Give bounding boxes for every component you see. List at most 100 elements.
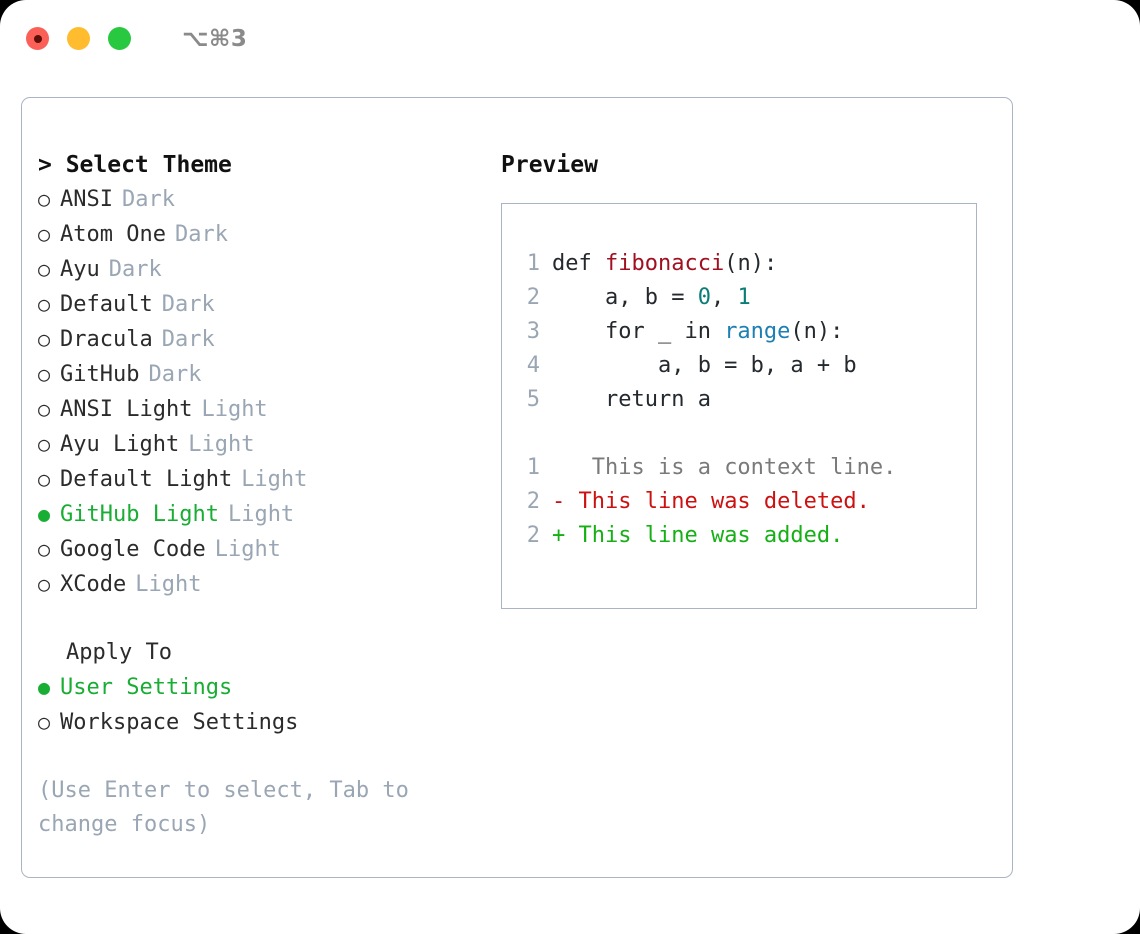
code-row: 1 def fibonacci(n): [514, 247, 972, 281]
theme-option-ansi[interactable]: ○ ANSI Dark [38, 182, 498, 217]
radio-unselected-icon: ○ [38, 710, 51, 734]
diff-marker: + [552, 523, 566, 548]
radio-unselected-icon: ○ [38, 467, 51, 491]
radio-unselected-icon: ○ [38, 432, 51, 456]
line-number: 5 [526, 387, 540, 412]
theme-option-default-light[interactable]: ○ Default Light Light [38, 462, 498, 497]
theme-tag: Light [188, 432, 255, 457]
code-sample: 1 def fibonacci(n): 2 a, b = 0, 1 3 for … [514, 247, 972, 553]
radio-unselected-icon: ○ [38, 362, 51, 386]
preview-column: Preview 1 def fibonacci(n): 2 a, b = 0, … [501, 148, 1001, 609]
theme-name: Atom One [60, 222, 166, 247]
main-panel: > Select Theme ○ ANSI Dark ○ Atom One Da… [21, 97, 1013, 878]
radio-unselected-icon: ○ [38, 292, 51, 316]
theme-name: XCode [60, 572, 127, 597]
code-diff-separator [514, 417, 972, 451]
theme-name: Default [60, 292, 153, 317]
radio-unselected-icon: ○ [38, 327, 51, 351]
line-number: 2 [526, 285, 540, 310]
theme-tag: Light [214, 537, 281, 562]
line-number: 2 [526, 523, 540, 548]
diff-text: This is a context line. [565, 455, 897, 480]
close-button-icon[interactable] [26, 27, 49, 50]
theme-option-ansi-light[interactable]: ○ ANSI Light Light [38, 392, 498, 427]
theme-tag: Light [241, 467, 308, 492]
code-segment: (n): [790, 319, 844, 344]
diff-marker [552, 451, 565, 485]
code-segment-number: 1 [737, 285, 751, 310]
keyboard-hint-text: (Use Enter to select, Tab to change focu… [38, 778, 423, 837]
line-number: 1 [526, 455, 540, 480]
window-controls [26, 27, 131, 50]
theme-name: GitHub Light [60, 502, 219, 527]
code-segment-number: 0 [697, 285, 711, 310]
theme-tag: Dark [108, 257, 162, 282]
code-segment-builtin: range [724, 319, 791, 344]
line-number: 2 [526, 489, 540, 514]
code-segment: for _ in [552, 319, 725, 344]
theme-name: Ayu [60, 257, 100, 282]
keyboard-shortcut-label: ⌥⌘3 [182, 25, 248, 52]
line-number: 3 [526, 319, 540, 344]
radio-unselected-icon: ○ [38, 572, 51, 596]
diff-text: This line was added. [565, 523, 844, 548]
theme-tag: Light [227, 502, 295, 527]
theme-tag: Dark [121, 187, 175, 212]
theme-option-github[interactable]: ○ GitHub Dark [38, 357, 498, 392]
theme-tag: Dark [161, 292, 215, 317]
select-theme-header: > Select Theme [38, 152, 232, 178]
theme-tag: Dark [161, 327, 215, 352]
zoom-button-icon[interactable] [108, 27, 131, 50]
code-segment-function: fibonacci [604, 251, 725, 276]
theme-picker-column: > Select Theme ○ ANSI Dark ○ Atom One Da… [38, 148, 498, 842]
theme-option-ayu-light[interactable]: ○ Ayu Light Light [38, 427, 498, 462]
radio-unselected-icon: ○ [38, 187, 51, 211]
theme-option-atom-one[interactable]: ○ Atom One Dark [38, 217, 498, 252]
theme-name: GitHub [60, 362, 140, 387]
theme-tag: Light [201, 397, 268, 422]
radio-selected-icon: ● [38, 675, 51, 699]
diff-marker: - [552, 489, 566, 514]
code-segment: return a [552, 387, 711, 412]
radio-unselected-icon: ○ [38, 222, 51, 246]
radio-unselected-icon: ○ [38, 397, 51, 421]
diff-row-added: 2 + This line was added. [514, 519, 972, 553]
radio-unselected-icon: ○ [38, 537, 51, 561]
theme-name: ANSI [60, 187, 113, 212]
code-row: 4 a, b = b, a + b [514, 349, 972, 383]
apply-to-option-user-settings[interactable]: ● User Settings [38, 670, 498, 705]
theme-name: Ayu Light [60, 432, 180, 457]
theme-tag: Dark [148, 362, 202, 387]
diff-row-context: 1 This is a context line. [514, 451, 972, 485]
panel-columns: > Select Theme ○ ANSI Dark ○ Atom One Da… [22, 98, 1012, 877]
titlebar: ⌥⌘3 [0, 0, 1140, 77]
code-segment: , [710, 285, 738, 310]
record-dot-icon [33, 34, 42, 43]
theme-name: Dracula [60, 327, 153, 352]
line-number: 4 [526, 353, 540, 378]
apply-to-title: Apply To [66, 640, 172, 665]
theme-tag: Dark [174, 222, 228, 247]
theme-option-xcode[interactable]: ○ XCode Light [38, 567, 498, 602]
apply-to-name: User Settings [60, 675, 233, 700]
theme-option-ayu[interactable]: ○ Ayu Dark [38, 252, 498, 287]
theme-option-dracula[interactable]: ○ Dracula Dark [38, 322, 498, 357]
theme-option-default[interactable]: ○ Default Dark [38, 287, 498, 322]
radio-unselected-icon: ○ [38, 257, 51, 281]
theme-name: Google Code [60, 537, 206, 562]
apply-to-option-workspace-settings[interactable]: ○ Workspace Settings [38, 705, 498, 740]
code-row: 3 for _ in range(n): [514, 315, 972, 349]
theme-option-github-light[interactable]: ● GitHub Light Light [38, 497, 498, 532]
code-segment: a, b = [552, 285, 698, 310]
theme-option-google-code[interactable]: ○ Google Code Light [38, 532, 498, 567]
code-row: 2 a, b = 0, 1 [514, 281, 972, 315]
list-spacer [38, 602, 498, 636]
theme-tag: Light [135, 572, 202, 597]
line-number: 1 [526, 251, 540, 276]
apply-to-name: Workspace Settings [60, 710, 299, 735]
code-row: 5 return a [514, 383, 972, 417]
theme-name: Default Light [60, 467, 233, 492]
diff-row-deleted: 2 - This line was deleted. [514, 485, 972, 519]
minimize-button-icon[interactable] [67, 27, 90, 50]
